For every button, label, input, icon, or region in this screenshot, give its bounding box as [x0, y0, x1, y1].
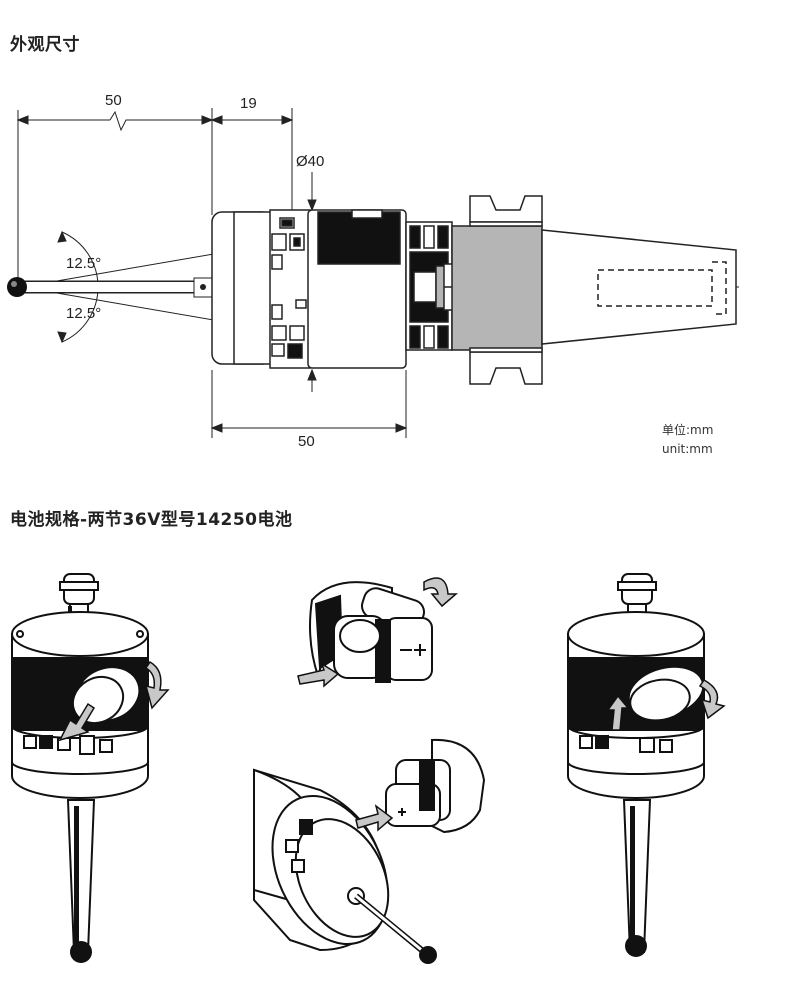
- battery-pair-top: [333, 587, 433, 683]
- dimension-diameter: Ø40: [296, 153, 324, 170]
- battery-cover-top: [309, 581, 393, 680]
- dimension-bottom: 50: [298, 433, 315, 450]
- rotate-arrow-icon: [606, 694, 630, 731]
- probe-body: [211, 209, 407, 369]
- section-title-dimensions: 外观尺寸: [10, 35, 80, 55]
- probe-illustration-left: [11, 573, 149, 963]
- section-title-battery: 电池规格-两节36V型号14250电池: [10, 510, 293, 530]
- rotate-arrow-icon: [144, 661, 170, 710]
- dimension-drawing: 50 19 Ø40 12.5° 12.5° 50: [7, 92, 740, 450]
- insert-arrow-icon: [355, 804, 394, 832]
- dimension-angle-lower: 12.5°: [66, 305, 101, 322]
- battery-pack-bottom: [385, 738, 486, 834]
- rotate-arrow-icon: [423, 577, 459, 608]
- probe-side-view: [253, 768, 437, 964]
- stylus: [7, 277, 213, 298]
- dimension-top-right: 19: [240, 95, 257, 112]
- unit-label-en: unit:mm: [662, 442, 713, 456]
- tool-holder: [451, 195, 737, 385]
- unit-label-cn: 单位:mm: [662, 423, 714, 437]
- insert-arrow-icon: [297, 662, 340, 688]
- rotate-arrow-icon: [58, 702, 96, 742]
- dimension-top-left: 50: [105, 92, 122, 109]
- dimension-angle-upper: 12.5°: [66, 255, 101, 272]
- rotate-arrow-icon: [698, 679, 726, 720]
- probe-illustration-right: [567, 573, 705, 957]
